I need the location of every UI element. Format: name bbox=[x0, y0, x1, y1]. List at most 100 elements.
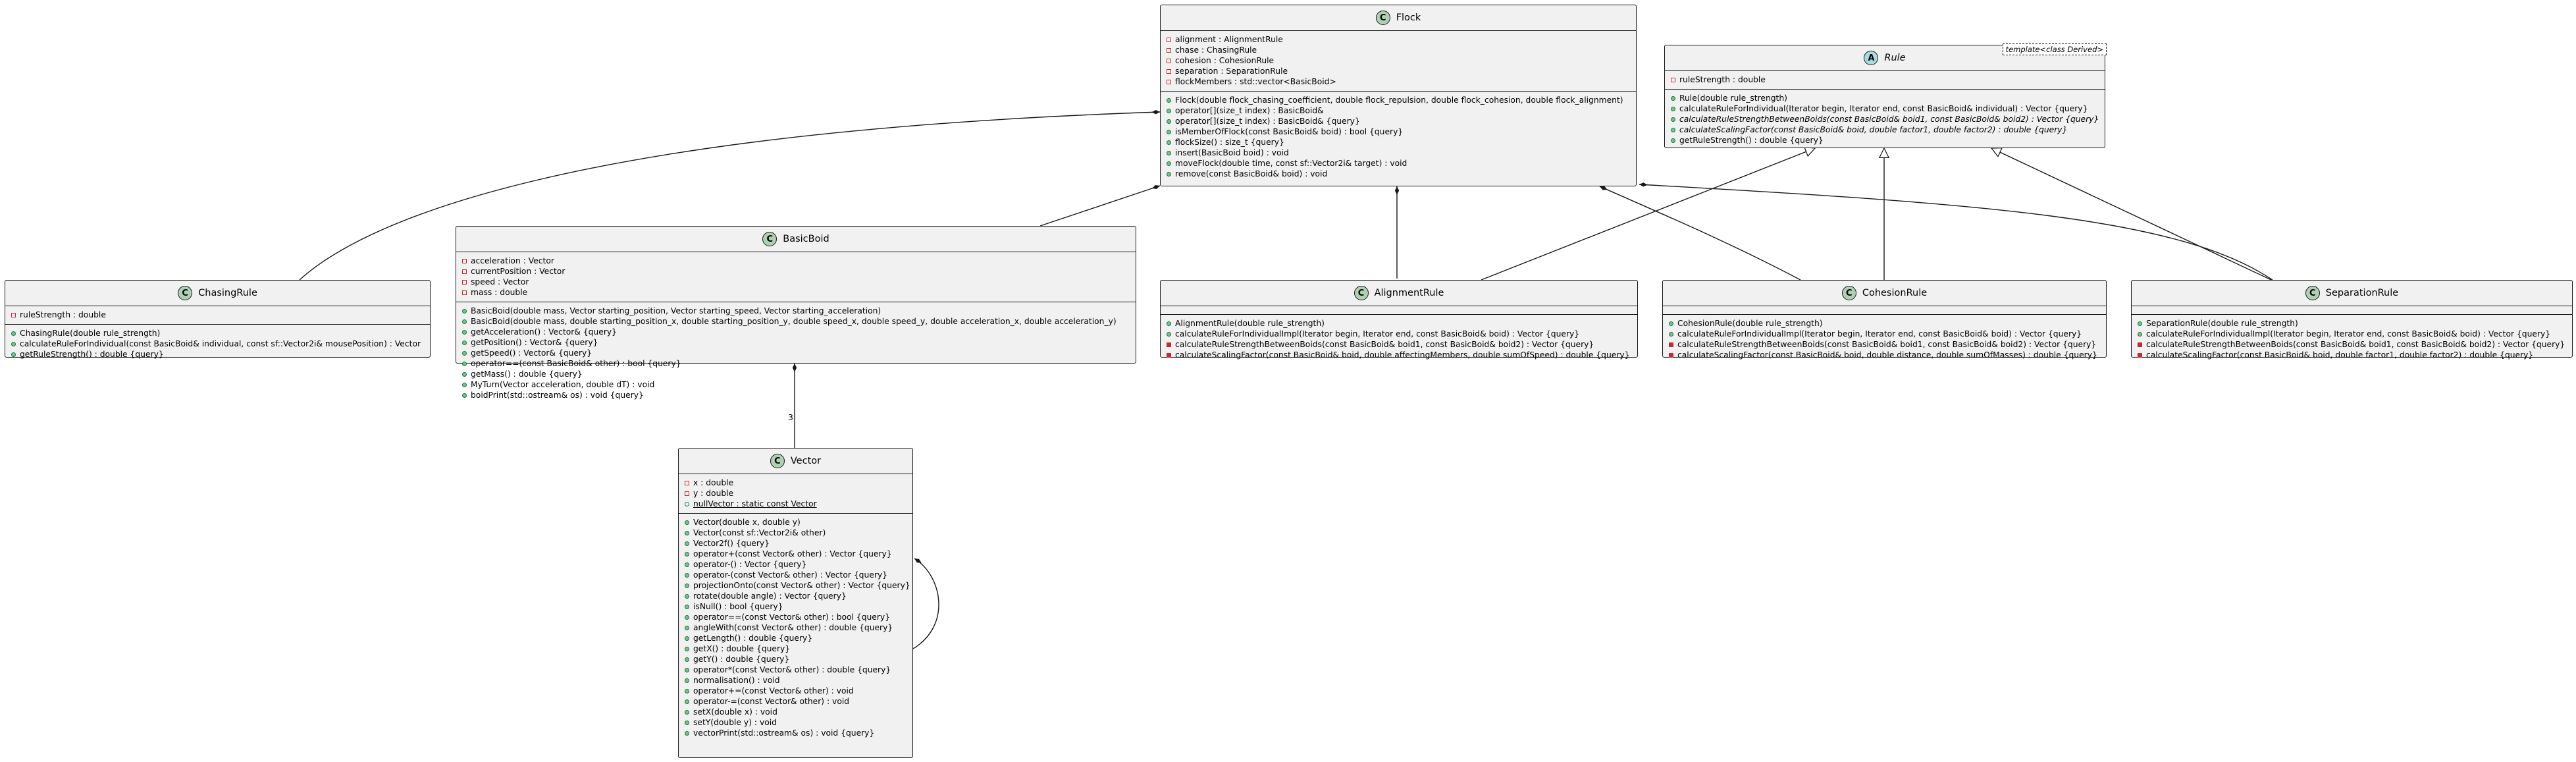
method-row[interactable]: Vector2f() {query} bbox=[683, 538, 908, 549]
attribute-row[interactable]: cohesion : CohesionRule bbox=[1165, 55, 1632, 66]
method-row[interactable]: calculateRuleStrengthBetweenBoids(const … bbox=[1669, 114, 2101, 124]
class-name: Vector bbox=[790, 456, 822, 466]
method-row[interactable]: calculateRuleForIndividualImpl(Iterator … bbox=[1667, 329, 2102, 339]
method-row[interactable]: calculateRuleForIndividual(Iterator begi… bbox=[1669, 103, 2101, 114]
method-row[interactable]: rotate(double angle) : Vector {query} bbox=[683, 591, 908, 601]
attribute-row[interactable]: ruleStrength : double bbox=[9, 310, 426, 320]
method-row[interactable]: calculateRuleForIndividualImpl(Iterator … bbox=[2136, 329, 2568, 339]
attribute-row[interactable]: mass : double bbox=[460, 287, 1132, 298]
method-row[interactable]: insert(BasicBoid boid) : void bbox=[1165, 148, 1632, 158]
method-row[interactable]: operator-() : Vector {query} bbox=[683, 559, 908, 570]
method-row[interactable]: calculateScalingFactor(const BasicBoid& … bbox=[1165, 350, 1633, 360]
method-row-text: angleWith(const Vector& other) : double … bbox=[693, 623, 893, 632]
method-row[interactable]: MyTurn(Vector acceleration, double dT) :… bbox=[460, 379, 1132, 390]
public-visibility-icon bbox=[462, 340, 467, 345]
attribute-row[interactable]: ruleStrength : double bbox=[1669, 74, 2101, 85]
method-row[interactable]: setX(double x) : void bbox=[683, 707, 908, 717]
attribute-row[interactable]: speed : Vector bbox=[460, 277, 1132, 287]
method-row[interactable]: isNull() : bool {query} bbox=[683, 601, 908, 612]
method-row[interactable]: getRuleStrength() : double {query} bbox=[9, 349, 426, 360]
method-row[interactable]: calculateRuleStrengthBetweenBoids(const … bbox=[1165, 339, 1633, 350]
method-row[interactable]: operator+=(const Vector& other) : void bbox=[683, 686, 908, 696]
public-visibility-icon bbox=[685, 625, 689, 630]
method-row[interactable]: operator*(const Vector& other) : double … bbox=[683, 665, 908, 675]
method-row[interactable]: remove(const BasicBoid& boid) : void bbox=[1165, 169, 1632, 179]
method-row[interactable]: operator==(const Vector& other) : bool {… bbox=[683, 612, 908, 622]
method-row-text: MyTurn(Vector acceleration, double dT) :… bbox=[471, 380, 655, 389]
method-row[interactable]: setY(double y) : void bbox=[683, 717, 908, 728]
method-row[interactable]: angleWith(const Vector& other) : double … bbox=[683, 622, 908, 633]
attribute-row[interactable]: acceleration : Vector bbox=[460, 256, 1132, 266]
attribute-row[interactable]: currentPosition : Vector bbox=[460, 266, 1132, 277]
method-row[interactable]: operator-(const Vector& other) : Vector … bbox=[683, 570, 908, 580]
method-row[interactable]: ChasingRule(double rule_strength) bbox=[9, 328, 426, 339]
attribute-row[interactable]: chase : ChasingRule bbox=[1165, 45, 1632, 55]
method-row[interactable]: flockSize() : size_t {query} bbox=[1165, 137, 1632, 148]
method-row[interactable]: getLength() : double {query} bbox=[683, 633, 908, 643]
method-row[interactable]: getY() : double {query} bbox=[683, 654, 908, 665]
method-row[interactable]: operator==(const BasicBoid& other) : boo… bbox=[460, 358, 1132, 369]
method-row[interactable]: getRuleStrength() : double {query} bbox=[1669, 135, 2101, 146]
method-row[interactable]: boidPrint(std::ostream& os) : void {quer… bbox=[460, 390, 1132, 400]
method-row[interactable]: SeparationRule(double rule_strength) bbox=[2136, 318, 2568, 329]
attribute-row[interactable]: nullVector : static const Vector bbox=[683, 499, 908, 509]
method-row[interactable]: operator[](size_t index) : BasicBoid& {q… bbox=[1165, 116, 1632, 126]
attribute-row[interactable]: separation : SeparationRule bbox=[1165, 66, 1632, 76]
method-row[interactable]: CohesionRule(double rule_strength) bbox=[1667, 318, 2102, 329]
method-row[interactable]: moveFlock(double time, const sf::Vector2… bbox=[1165, 158, 1632, 169]
method-row[interactable]: isMemberOfFlock(const BasicBoid& boid) :… bbox=[1165, 126, 1632, 137]
method-row-text: operator-() : Vector {query} bbox=[693, 560, 807, 569]
method-row[interactable]: calculateRuleStrengthBetweenBoids(const … bbox=[1667, 339, 2102, 350]
public-visibility-icon bbox=[1167, 140, 1171, 145]
public-visibility-icon bbox=[685, 572, 689, 578]
method-row[interactable]: BasicBoid(double mass, double starting_p… bbox=[460, 316, 1132, 327]
method-row[interactable]: Rule(double rule_strength) bbox=[1669, 93, 2101, 103]
method-row[interactable]: Flock(double flock_chasing_coefficient, … bbox=[1165, 95, 1632, 105]
method-row-text: calculateScalingFactor(const BasicBoid& … bbox=[1175, 350, 1630, 360]
class-icon: C bbox=[770, 454, 785, 468]
method-row[interactable]: vectorPrint(std::ostream& os) : void {qu… bbox=[683, 728, 908, 738]
method-row[interactable]: operator[](size_t index) : BasicBoid& bbox=[1165, 105, 1632, 116]
method-row[interactable]: getX() : double {query} bbox=[683, 643, 908, 654]
method-row[interactable]: calculateScalingFactor(const BasicBoid& … bbox=[1667, 350, 2102, 360]
method-row[interactable]: operator+(const Vector& other) : Vector … bbox=[683, 549, 908, 559]
method-row-text: AlignmentRule(double rule_strength) bbox=[1175, 319, 1325, 328]
method-row[interactable]: getPosition() : Vector& {query} bbox=[460, 337, 1132, 348]
attribute-row-text: y : double bbox=[693, 489, 734, 498]
method-row[interactable]: Vector(double x, double y) bbox=[683, 517, 908, 528]
method-row-text: operator-(const Vector& other) : Vector … bbox=[693, 570, 887, 580]
method-row[interactable]: calculateRuleForIndividual(const BasicBo… bbox=[9, 339, 426, 349]
method-row[interactable]: calculateScalingFactor(const BasicBoid& … bbox=[2136, 350, 2568, 360]
method-row[interactable]: calculateRuleForIndividualImpl(Iterator … bbox=[1165, 329, 1633, 339]
attribute-row[interactable]: x : double bbox=[683, 477, 908, 488]
method-row[interactable]: normalisation() : void bbox=[683, 675, 908, 686]
private-visibility-icon bbox=[462, 279, 467, 285]
attributes-section bbox=[2132, 306, 2572, 314]
method-row[interactable]: operator-=(const Vector& other) : void bbox=[683, 696, 908, 707]
attribute-row[interactable]: flockMembers : std::vector<BasicBoid> bbox=[1165, 76, 1632, 87]
method-row[interactable]: getAcceleration() : Vector& {query} bbox=[460, 327, 1132, 337]
method-row[interactable]: getSpeed() : Vector& {query} bbox=[460, 348, 1132, 358]
method-row[interactable]: AlignmentRule(double rule_strength) bbox=[1165, 318, 1633, 329]
method-row[interactable]: Vector(const sf::Vector2i& other) bbox=[683, 528, 908, 538]
method-row[interactable]: calculateRuleStrengthBetweenBoids(const … bbox=[2136, 339, 2568, 350]
method-row[interactable]: getMass() : double {query} bbox=[460, 369, 1132, 379]
method-row[interactable]: calculateScalingFactor(const BasicBoid& … bbox=[1669, 124, 2101, 135]
attribute-row-text: ruleStrength : double bbox=[1679, 75, 1766, 84]
public-visibility-icon bbox=[685, 614, 689, 620]
method-row[interactable]: projectionOnto(const Vector& other) : Ve… bbox=[683, 580, 910, 591]
attribute-row[interactable]: y : double bbox=[683, 488, 908, 499]
class-name: SeparationRule bbox=[2325, 288, 2399, 298]
method-row[interactable]: BasicBoid(double mass, Vector starting_p… bbox=[460, 306, 1132, 316]
private-visibility-icon bbox=[462, 258, 467, 263]
attribute-row[interactable]: alignment : AlignmentRule bbox=[1165, 34, 1632, 45]
